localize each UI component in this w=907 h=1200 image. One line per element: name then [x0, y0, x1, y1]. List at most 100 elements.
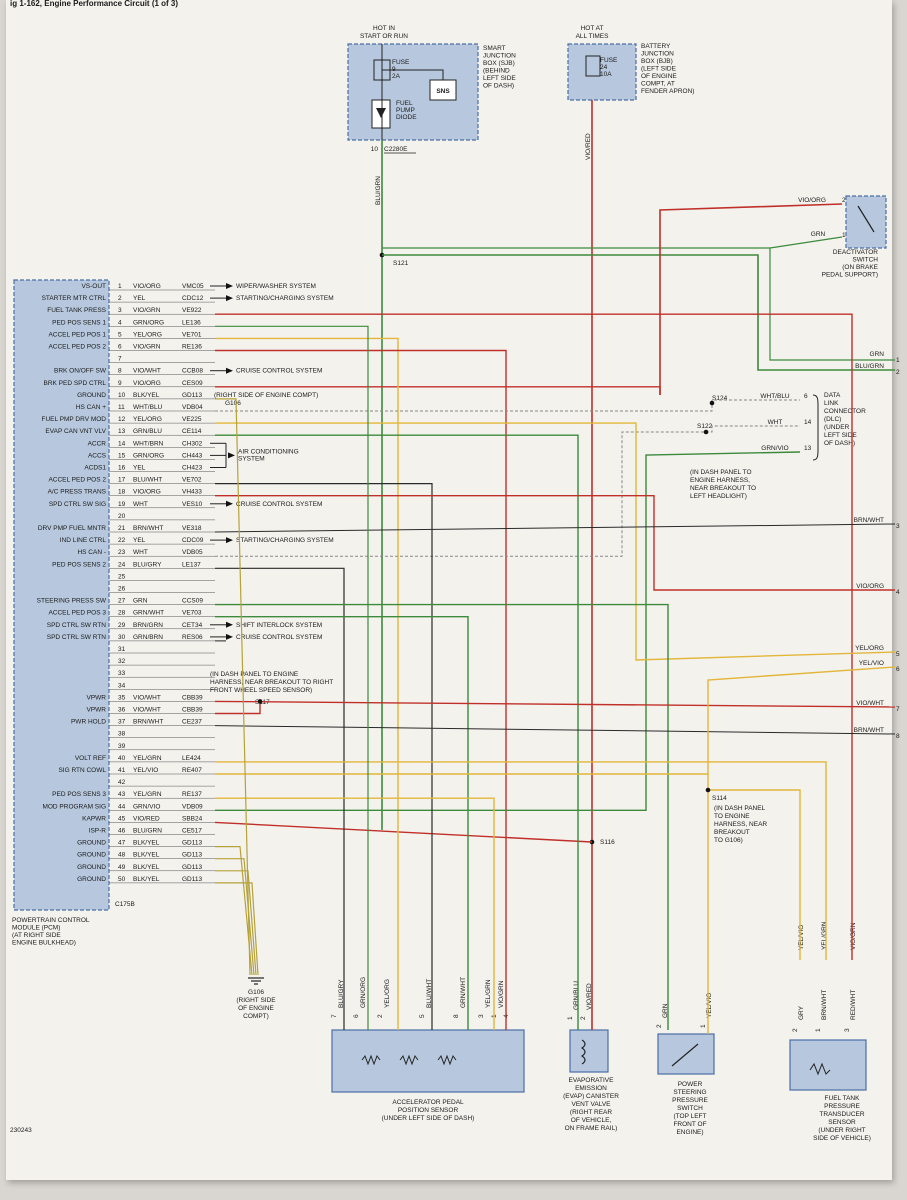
pcm-pin-wire: VIO/WHT: [133, 707, 161, 714]
pcm-pin-circuit: VE922: [182, 307, 202, 314]
pcm-pin-circuit: VE703: [182, 610, 202, 617]
pcm-pin-circuit: LE424: [182, 755, 201, 762]
splice-s124: S124: [712, 395, 728, 402]
pcm-pin-circuit: RE137: [182, 791, 202, 798]
right-edge-number: 5: [896, 651, 900, 658]
pcm-pin-circuit: CBB39: [182, 707, 203, 714]
pcm-pin-label: FUEL TANK PRESS: [47, 307, 106, 314]
splice-s122: S122: [697, 423, 713, 430]
accel-ped-pos1-wire: [215, 337, 399, 1030]
pcm-pin-wire: BLU/GRY: [133, 561, 162, 568]
right-edge-number: 8: [896, 733, 900, 740]
dlc-pin-wire: WHT/BLU: [760, 393, 790, 400]
app-pin-number: 5: [419, 1014, 426, 1018]
pcm-pin-label: VPWR: [87, 707, 107, 714]
pcm-pin-number: 15: [118, 452, 126, 459]
blu-wht-wire: [215, 483, 433, 1030]
pcm-pin-number: 36: [118, 707, 126, 714]
pcm-pin-wire: GRN/WHT: [133, 610, 164, 617]
destination-arrow-icon: [226, 621, 233, 628]
pcm-pin-number: 3: [118, 307, 122, 314]
pcm-pin-wire: WHT/BLU: [133, 404, 163, 411]
pcm-pin-number: 24: [118, 561, 126, 568]
pcm-pin-label: DRV PMP FUEL MNTR: [38, 525, 106, 532]
destination-arrow-icon: [226, 537, 233, 544]
pcm-pin-wire: VIO/RED: [133, 815, 160, 822]
pcm-pin-number: 32: [118, 658, 126, 665]
pcm-pin-number: 40: [118, 755, 126, 762]
pcm-pin-circuit: VE702: [182, 477, 202, 484]
pcm-pin-wire: BRN/GRN: [133, 622, 163, 629]
pcm-pin-circuit: VDB09: [182, 803, 203, 810]
volt-ref-wire: [215, 761, 827, 960]
pcm-pin-wire: YEL/GRN: [133, 755, 162, 762]
right-edge-number: 6: [896, 666, 900, 673]
grn-org-wire: [215, 325, 369, 1030]
pcm-pin-circuit: RE407: [182, 767, 202, 774]
potentiometer-icon: [361, 1054, 381, 1066]
splice-s114-dot: [705, 787, 711, 793]
pcm-pin-number: 33: [118, 670, 126, 677]
app-pin-wire: YEL/ORG: [384, 979, 391, 1008]
ftpt-box: [789, 1039, 867, 1091]
ground-wire: [215, 882, 259, 976]
pcm-pin-label: MOD PROGRAM SIG: [42, 803, 106, 810]
splice-s122-dot: [703, 429, 709, 435]
accel-ped-pos2-wire: [215, 349, 507, 1030]
pcm-pin-label: ACCEL PED POS 1: [48, 331, 106, 338]
pcm-pin-wire: BLK/YEL: [133, 852, 160, 859]
right-edge-wire: GRN: [870, 351, 885, 358]
app-pin-number: 8: [453, 1014, 460, 1018]
ftpt-pin-number: 3: [844, 1028, 851, 1032]
ftpt-pin-number: 1: [815, 1028, 822, 1032]
pcm-pin-circuit: RE136: [182, 344, 202, 351]
pcm-pin-label: GROUND: [77, 852, 106, 859]
psps-pin-wire: GRN: [662, 1003, 669, 1018]
pcm-box: [13, 279, 110, 911]
right-edge-wire: YEL/ORG: [855, 645, 884, 652]
ground-wire: [215, 858, 255, 976]
deactivator-grn-wire: [769, 236, 843, 249]
pcm-pin-number: 35: [118, 694, 126, 701]
bjb-fuse-icon: [585, 55, 601, 77]
pcm-pin-number: 46: [118, 828, 126, 835]
sns-label: SNS: [436, 88, 450, 95]
grn-wht-wire: [215, 616, 469, 1030]
sjb-wire-label: BLU/GRN: [375, 176, 382, 205]
right-edge-number: 1: [896, 357, 900, 364]
pcm-pin-label: SIG RTN COWL: [58, 767, 106, 774]
deactivator-pin1: 1: [842, 232, 846, 239]
pcm-pin-number: 39: [118, 743, 126, 750]
solenoid-coil-icon: [580, 1039, 586, 1065]
psps-pin-number: 1: [700, 1024, 707, 1028]
bjb-wire-label: VIO/RED: [585, 133, 592, 160]
potentiometer-icon: [437, 1054, 457, 1066]
app-pin-number: 2: [377, 1014, 384, 1018]
ground-wire: [215, 870, 257, 976]
deactivator-box: [845, 195, 887, 249]
destination-arrow-icon: [226, 283, 233, 289]
pcm-pin-label: VS-OUT: [81, 283, 106, 290]
right-edge-wire: VIO/WHT: [856, 700, 884, 707]
pcm-pin-label: HS CAN +: [76, 404, 106, 411]
evap-pin-number: 1: [567, 1016, 574, 1020]
destination-arrow-icon: [228, 452, 235, 459]
ped-pos-sens3-wire: [215, 797, 495, 1030]
pcm-pin-label: STARTER MTR CTRL: [42, 295, 107, 302]
pcm-pin-label: HS CAN -: [77, 549, 106, 556]
pcm-pin-label: ACCEL PED POS 3: [48, 610, 106, 617]
pcm-pin-number: 21: [118, 525, 126, 532]
deactivator-pin2: 2: [842, 197, 846, 204]
evap-pin-number: 2: [580, 1016, 587, 1020]
app-pin-number: 3: [478, 1014, 485, 1018]
pcm-pin-label: FUEL PMP DRV MOD: [41, 416, 106, 423]
pcm-pin-circuit: CCB08: [182, 368, 203, 375]
sjb-sns-link: [382, 69, 444, 80]
